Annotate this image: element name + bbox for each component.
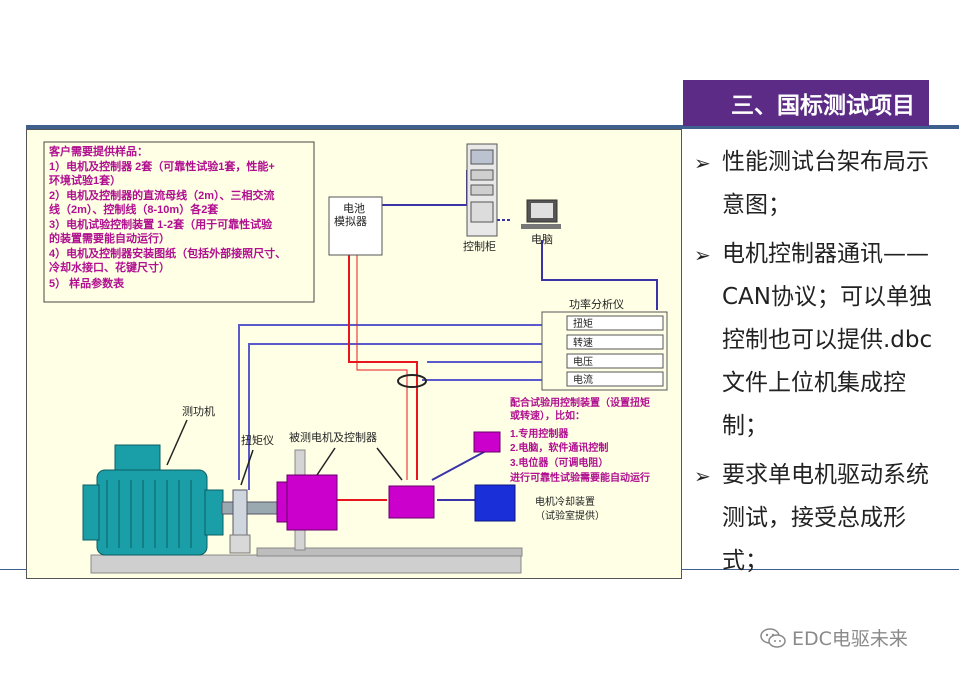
requirements-text: 客户需要提供样品： 1）电机及控制器 2套（可靠性试验1套，性能+ 环境试验1套…: [48, 144, 286, 290]
dyno-pointer: [166, 419, 188, 466]
wire-torque: [238, 324, 542, 480]
svg-text:配合试验用控制装置（设置扭矩: 配合试验用控制装置（设置扭矩: [510, 396, 650, 409]
dut-motor-icon: [276, 474, 338, 531]
analyzer-current: 电流: [573, 373, 593, 386]
req-line: 3）电机试验控制装置 1-2套（用于可靠性试验: [49, 217, 273, 231]
cooling-label-1: 电机冷却装置: [535, 495, 595, 508]
motor-stand: [256, 547, 523, 557]
requirements-box: [43, 141, 315, 303]
req-line: 冷却水接口、花键尺寸）: [49, 260, 170, 274]
battery-label-2: 模拟器: [334, 214, 367, 228]
req-line: 5） 样品参数表: [49, 276, 125, 290]
req-line: 线（2m）、控制线（8-10m）各2套: [49, 202, 219, 216]
arrow-bullet-icon: ➢: [694, 464, 711, 488]
bullet-text: 要求单电机驱动系统测试，接受总成形式；: [722, 462, 929, 574]
req-line: 客户需要提供样品：: [48, 144, 148, 158]
wechat-icon: [760, 627, 786, 648]
watermark: EDC电驱未来: [760, 624, 908, 651]
current-probe: [397, 374, 427, 388]
controller-box: [388, 485, 435, 519]
controller-pointer: [376, 447, 403, 481]
req-line: 环境试验1套）: [49, 173, 121, 187]
torque-label: 扭矩仪: [241, 433, 274, 447]
bullet-text: 电机控制器通讯——CAN协议；可以单独控制也可以提供.dbc文件上位机集成控制；: [722, 241, 933, 439]
torque-pointer: [240, 449, 254, 486]
watermark-text: EDC电驱未来: [792, 628, 908, 650]
bullet-item: ➢ 电机控制器通讯——CAN协议；可以单独控制也可以提供.dbc文件上位机集成控…: [694, 233, 944, 448]
req-line: 2）电机及控制器的直流母线（2m）、三相交流: [49, 188, 275, 202]
section-title: 三、国标测试项目: [731, 93, 915, 119]
bullet-text: 性能测试台架布局示意图；: [722, 149, 929, 218]
dut-label: 被测电机及控制器: [289, 430, 377, 444]
torque-meter-icon: [229, 489, 251, 554]
computer-label: 电脑: [531, 233, 553, 246]
dut-pointer: [316, 447, 336, 476]
wire-dc-bus-red-2: [356, 255, 408, 480]
dyno-label: 测功机: [182, 404, 215, 418]
svg-text:1.专用控制器: 1.专用控制器: [510, 427, 569, 440]
req-line: 1）电机及控制器 2套（可靠性试验1套，性能+: [49, 159, 275, 173]
battery-label-1: 电池: [343, 202, 365, 215]
svg-text:进行可靠性试验需要能自动运行: 进行可靠性试验需要能自动运行: [510, 471, 650, 484]
control-device-text: 配合试验用控制装置（设置扭矩 或转速），比如： 1.专用控制器 2.电脑，软件通…: [510, 396, 650, 484]
battery-simulator: [328, 196, 383, 256]
computer-icon: [521, 199, 561, 229]
bullet-item: ➢ 性能测试台架布局示意图；: [694, 141, 944, 227]
cabinet-label: 控制柜: [463, 239, 496, 253]
header-rule: [26, 125, 959, 129]
wire-speed: [248, 343, 542, 490]
wire-dc-bus-red: [348, 255, 418, 480]
analyzer-title: 功率分析仪: [569, 297, 624, 311]
test-bench-diagram: 客户需要提供样品： 1）电机及控制器 2套（可靠性试验1套，性能+ 环境试验1套…: [26, 129, 682, 579]
bullet-list: ➢ 性能测试台架布局示意图； ➢ 电机控制器通讯——CAN协议；可以单独控制也可…: [694, 141, 944, 589]
control-cabinet-icon: [466, 143, 498, 237]
cooling-unit-box: [474, 484, 516, 522]
arrow-bullet-icon: ➢: [694, 151, 711, 175]
analyzer-speed: 转速: [573, 336, 593, 349]
section-title-banner: 三、国标测试项目: [683, 80, 929, 126]
analyzer-voltage: 电压: [573, 355, 593, 368]
base-platform: [90, 554, 522, 574]
wire-battery-cabinet: [382, 170, 468, 206]
dynamometer-icon: [82, 444, 283, 556]
bullet-item: ➢ 要求单电机驱动系统测试，接受总成形式；: [694, 454, 944, 583]
svg-text:2.电脑，软件通讯控制: 2.电脑，软件通讯控制: [510, 441, 608, 454]
svg-text:或转速），比如：: 或转速），比如：: [510, 409, 585, 422]
svg-text:3.电位器（可调电阻）: 3.电位器（可调电阻）: [510, 456, 608, 469]
req-line: 的装置需要能自动运行）: [49, 231, 170, 245]
analyzer-torque: 扭矩: [573, 317, 593, 330]
req-line: 4）电机及控制器安装图纸（包括外部接照尺寸、: [49, 246, 286, 260]
control-device-box: [473, 431, 501, 453]
cooling-label-2: （试验室提供）: [535, 509, 605, 522]
wire-computer-analyzer: [541, 240, 658, 310]
arrow-bullet-icon: ➢: [694, 243, 711, 267]
